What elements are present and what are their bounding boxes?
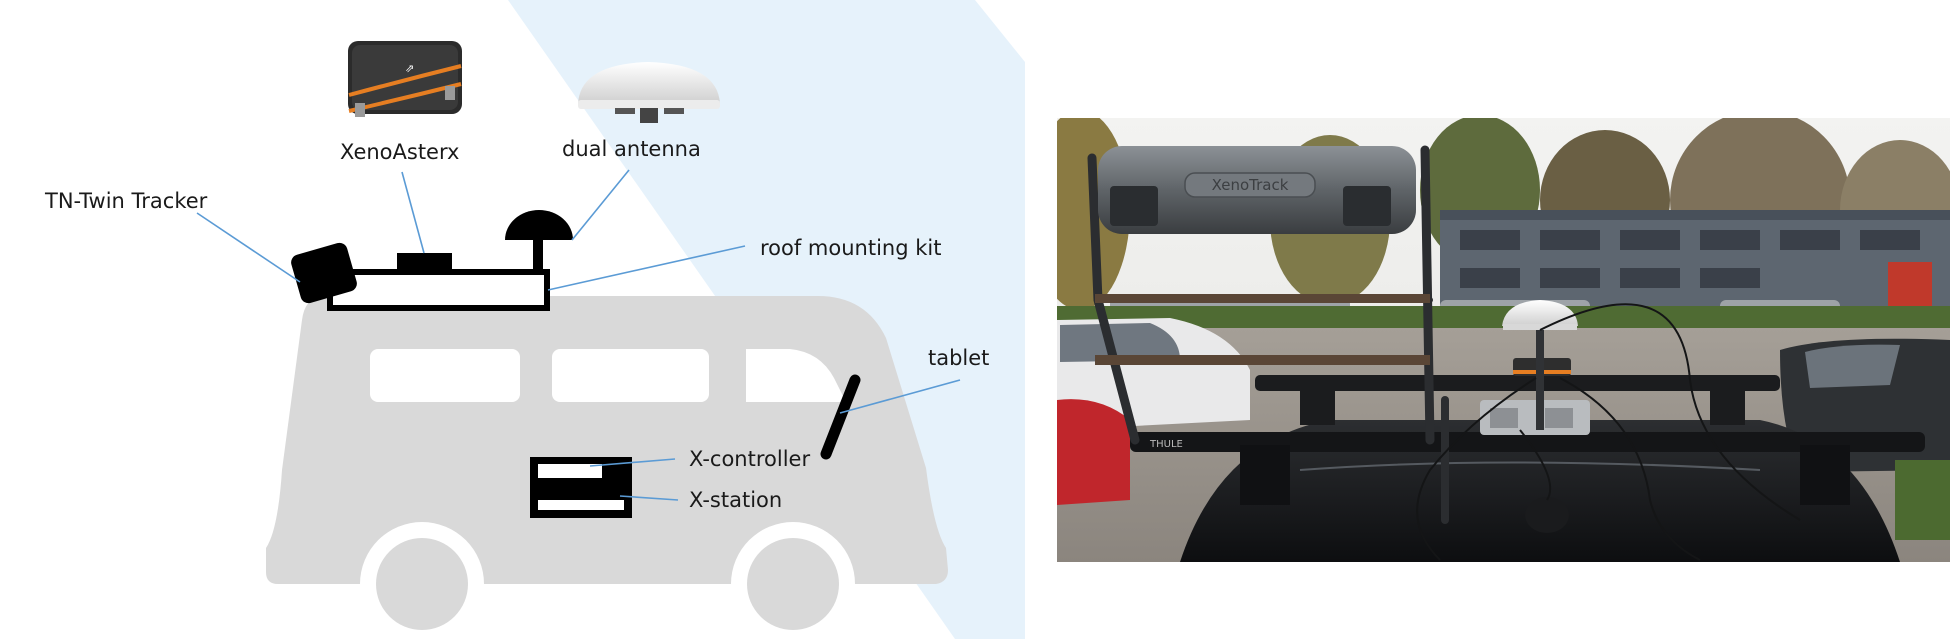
label-xenoasterx: XenoAsterx bbox=[340, 140, 459, 164]
housing-brand-text: XenoTrack bbox=[1212, 176, 1289, 194]
label-x-controller: X-controller bbox=[689, 447, 810, 471]
label-tablet: tablet bbox=[928, 346, 989, 370]
roof-mounting-kit bbox=[327, 269, 550, 311]
schematic-diagram: ⇗ TN-Twin Tracker XenoAsterx dual antenn… bbox=[44, 0, 1025, 639]
van-windows bbox=[370, 349, 846, 402]
svg-text:⇗: ⇗ bbox=[405, 62, 414, 75]
label-tn-twin-tracker: TN-Twin Tracker bbox=[44, 189, 208, 213]
receiver-photo: ⇗ bbox=[348, 41, 462, 117]
dual-antenna-photo bbox=[578, 62, 720, 123]
rack-brand-text: THULE bbox=[1149, 439, 1183, 450]
rack-symbol bbox=[530, 457, 632, 518]
tracker-block bbox=[291, 242, 357, 304]
receiver-block bbox=[397, 253, 452, 274]
antenna-symbol bbox=[505, 210, 573, 274]
tablet-symbol bbox=[820, 374, 861, 460]
label-dual-antenna: dual antenna bbox=[562, 137, 701, 161]
leader-lines bbox=[196, 169, 961, 501]
label-x-station: X-station bbox=[689, 488, 782, 512]
roof-setup-photo: THULE XenoTrack bbox=[1057, 118, 1950, 562]
label-roof-mounting-kit: roof mounting kit bbox=[760, 236, 941, 260]
